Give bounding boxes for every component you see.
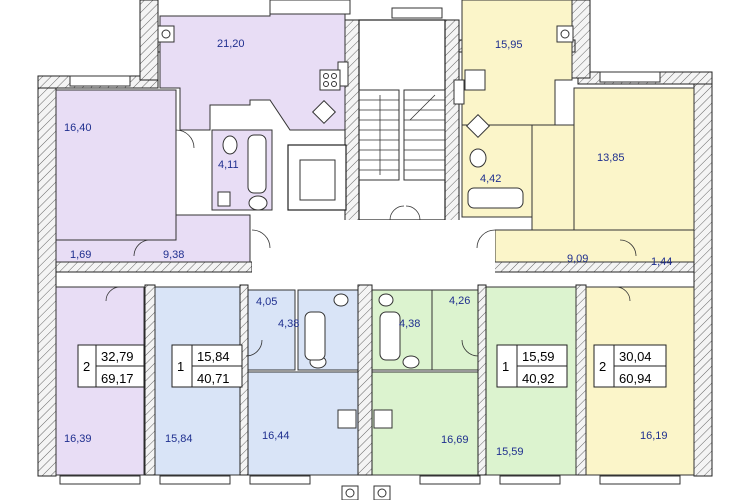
apt1-rooms: 2 [83,359,90,374]
apt4-rooms: 2 [599,359,606,374]
apt1-total: 69,17 [101,371,134,386]
apartment-yellow [461,0,695,263]
label-room-bl: 16,39 [64,433,92,445]
apt1-living: 32,79 [101,349,134,364]
room-violet-left [55,89,177,241]
apt4-living: 30,04 [619,349,652,364]
apt4-total: 60,94 [619,371,652,386]
staircase-icon [359,94,445,175]
apartment-box-2: 1 15,84 40,71 [171,344,243,388]
windows [59,0,681,485]
label-kitchen-tl: 21,20 [217,38,245,50]
toilet-icon [222,135,487,369]
label-bath-blue: 4,38 [278,318,299,330]
label-room-blue: 15,84 [165,433,193,445]
kitchen-blue [244,371,359,476]
apt2-rooms: 1 [177,359,184,374]
label-hall-r-small: 1,44 [651,256,672,268]
label-kitchen-blue: 16,44 [262,430,290,442]
corridor [252,220,495,280]
kitchen-yellow [461,0,573,126]
vent-shaft-icon [157,25,574,500]
apt3-rooms: 1 [502,359,509,374]
wall-green [477,284,487,476]
stair-core [287,19,446,221]
label-hall-green: 4,26 [449,295,470,307]
label-room-green: 15,59 [496,446,524,458]
apartment-box-4: 2 30,04 60,94 [593,344,667,388]
label-hall-l-small: 1,69 [70,249,91,261]
label-kitchen-tr: 15,95 [495,39,523,51]
apt3-total: 40,92 [522,371,555,386]
label-room-l: 16,40 [64,122,92,134]
party-wall [357,284,373,476]
door-swing-icon [105,129,637,357]
label-room-br: 16,19 [640,430,668,442]
label-bath-tr: 4,42 [480,173,501,185]
apt2-total: 40,71 [197,371,230,386]
room-labels: 21,20 15,95 16,40 4,11 4,42 13,85 1,69 9… [64,38,672,458]
label-bath-green: 4,38 [399,318,420,330]
apt3-living: 15,59 [522,349,555,364]
apartment-box-1: 2 32,79 69,17 [77,344,145,388]
room-yellow-right [573,87,695,231]
apartment-violet [55,9,346,263]
label-bath-tl: 4,11 [218,159,239,171]
sink-icon [217,61,465,207]
hall-blue [244,289,296,371]
label-hall-l: 9,38 [163,249,184,261]
apartment-box-3: 1 15,59 40,92 [496,344,568,388]
stove-icon [311,69,491,429]
label-kitchen-green: 16,69 [441,434,469,446]
apt2-living: 15,84 [197,349,230,364]
apartment-blue [154,286,359,476]
label-hall-blue: 4,05 [256,296,277,308]
label-room-r: 13,85 [597,152,625,164]
hall-violet [55,214,251,263]
label-hall-r: 9,09 [567,253,588,265]
hall-green [431,289,481,371]
bathtub-icon [247,134,524,361]
